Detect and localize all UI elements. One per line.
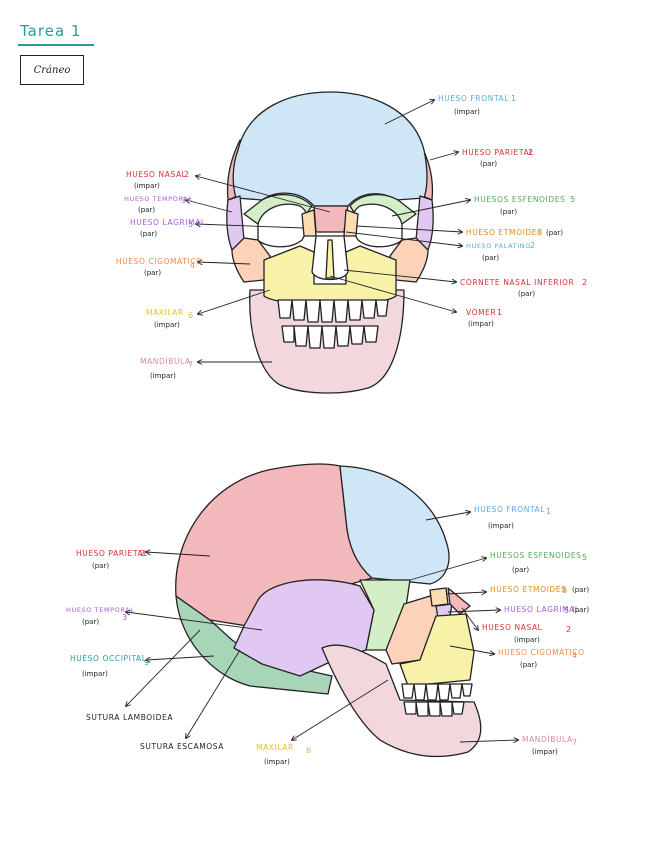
label-text: HUESO NASAL — [482, 623, 543, 632]
label-text: SUTURA LAMBOIDEA — [86, 713, 173, 722]
label-sub: (par) — [572, 586, 589, 594]
label-num: 8 — [562, 586, 567, 595]
label-side-occipital: HUESO OCCIPITAL 9 (impar) — [70, 654, 149, 678]
label-side-esfenoides: HUESOS ESFENOIDES 5 (par) — [490, 551, 587, 574]
label-side-lambdoidea: SUTURA LAMBOIDEA — [86, 713, 173, 722]
label-text: HUESO FRONTAL — [474, 505, 545, 514]
label-side-mandibula: MANDÍBULA 7 (impar) — [522, 735, 577, 756]
label-side-etmoides: HUESO ETMOIDES 8 (par) — [490, 585, 589, 595]
label-sub: (impar) — [514, 636, 540, 644]
label-num: 9 — [144, 658, 149, 667]
label-text: HUESO PARIETAL — [76, 549, 148, 558]
label-text: MANDÍBULA — [522, 735, 573, 744]
label-text: HUESO ETMOIDES — [490, 585, 567, 594]
label-sub: (par) — [572, 606, 589, 614]
label-text: HUESO OCCIPITAL — [70, 654, 147, 663]
label-sub: (par) — [512, 566, 529, 574]
label-num: 2 — [566, 625, 571, 634]
label-text: HUESOS ESFENOIDES — [490, 551, 581, 560]
label-num: 5 — [564, 606, 569, 615]
label-num: 4 — [572, 651, 577, 660]
label-text: MAXILAR — [256, 743, 294, 752]
label-sub: (impar) — [532, 748, 558, 756]
label-side-nasal: HUESO NASAL 2 (impar) — [482, 623, 571, 644]
label-sub: (par) — [520, 661, 537, 669]
label-sub: (impar) — [488, 522, 514, 530]
label-num: 3 — [122, 613, 127, 622]
label-side-temporal: HUESO TEMPORAL 3 (par) — [66, 606, 135, 626]
label-num: 7 — [572, 738, 577, 747]
label-num: 1 — [546, 507, 551, 516]
label-num: 6 — [306, 746, 311, 755]
label-side-maxilar: MAXILAR 6 (impar) — [256, 743, 311, 766]
label-sub: (impar) — [82, 670, 108, 678]
label-side-cigomatico: HUESO CIGOMÁTICO 4 (par) — [498, 648, 585, 669]
label-side-frontal: HUESO FRONTAL 1 (impar) — [474, 505, 551, 530]
label-sub: (par) — [82, 618, 99, 626]
label-side-escamosa: SUTURA ESCAMOSA — [140, 742, 224, 751]
label-num: 5 — [582, 553, 587, 562]
label-num: 2 — [140, 549, 145, 558]
label-side-parietal: HUESO PARIETAL 2 (par) — [76, 549, 148, 570]
label-side-lagrimal: HUESO LAGRIMAL 5 (par) — [504, 605, 589, 615]
label-sub: (par) — [92, 562, 109, 570]
label-text: SUTURA ESCAMOSA — [140, 742, 224, 751]
label-sub: (impar) — [264, 758, 290, 766]
